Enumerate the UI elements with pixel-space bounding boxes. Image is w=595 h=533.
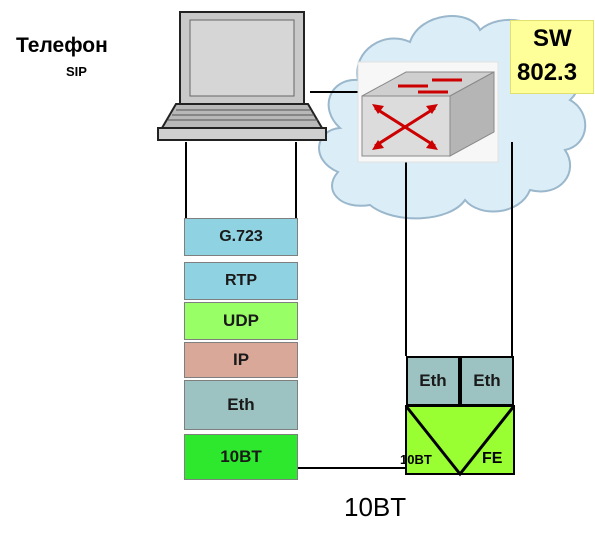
stack-layer-10bt: 10BT [184,434,298,480]
stack-layer-udp: UDP [184,302,298,340]
switch-port-fe-label: FE [482,450,503,467]
port-converter [404,405,516,477]
switch-port-eth-left: Eth [406,356,460,406]
laptop-icon [157,11,327,141]
stack-layer-rtp: RTP [184,262,298,300]
switch-label-line1: SW [533,25,572,52]
phone-title: Телефон [16,34,108,57]
stack-layer-g723: G.723 [184,218,298,256]
stack-layer-ip: IP [184,342,298,378]
stack-layer-eth: Eth [184,380,298,430]
phone-subtitle: SIP [66,64,87,79]
switch-label-box: SW 802.3 [510,20,594,94]
link-label: 10BT [344,492,407,522]
switch-port-eth-right: Eth [460,356,514,406]
switch-icon [357,61,499,163]
switch-port-10bt-label: 10BT [400,452,432,467]
switch-label-line2: 802.3 [517,59,578,86]
